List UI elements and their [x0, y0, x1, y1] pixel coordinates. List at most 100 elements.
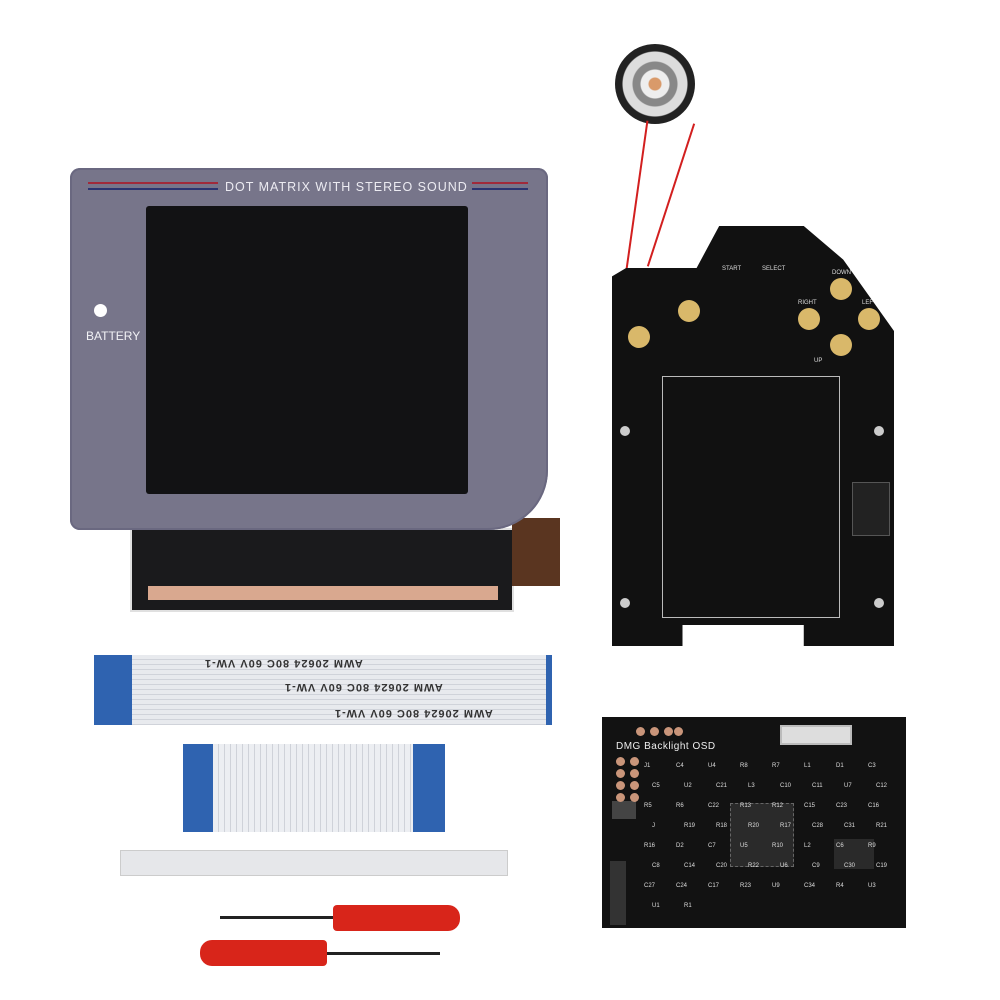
button-pad — [830, 334, 852, 356]
silk-label: RIGHT — [798, 300, 817, 306]
component-label: C23 — [836, 803, 848, 809]
component-label: C16 — [868, 803, 880, 809]
component-label: U2 — [684, 783, 692, 789]
cable-print: AWM 20624 80C 60V VW-1 — [204, 657, 363, 669]
component-label: R9 — [868, 843, 876, 849]
display-screen — [146, 206, 468, 494]
main-chip — [730, 803, 794, 867]
component-label: C12 — [876, 783, 888, 789]
screwdriver-shaft — [300, 952, 440, 955]
component-label: C14 — [684, 863, 696, 869]
gold-pad — [630, 769, 639, 778]
component-label: C27 — [644, 883, 656, 889]
component-label: J1 — [644, 763, 651, 769]
component-label: R7 — [772, 763, 780, 769]
component-label: C11 — [812, 783, 823, 789]
button-pcb: START SELECT RIGHT LEFT DOWN UP — [612, 226, 894, 646]
ribbon-tab — [94, 655, 132, 725]
copper-strip — [148, 586, 498, 600]
component-label: C3 — [868, 763, 876, 769]
component-label: C20 — [716, 863, 728, 869]
bezel-stripe-blue — [88, 188, 218, 190]
component-label: L3 — [748, 783, 755, 789]
gold-pad — [630, 757, 639, 766]
ribbon-tab — [546, 655, 552, 725]
component-label: C5 — [652, 783, 660, 789]
component-label: U7 — [844, 783, 852, 789]
gold-pad — [616, 793, 625, 802]
component-label: C21 — [716, 783, 728, 789]
connector-j — [610, 861, 626, 925]
gold-pad — [616, 757, 625, 766]
component-label: C9 — [812, 863, 820, 869]
component-label: U4 — [708, 763, 716, 769]
button-pad — [858, 308, 880, 330]
silk-label: UP — [814, 358, 823, 364]
component-label: R18 — [716, 823, 728, 829]
component-label: D1 — [836, 763, 844, 769]
speaker-wire — [625, 120, 649, 270]
component-label: C31 — [844, 823, 856, 829]
fpc-connector — [780, 725, 852, 745]
screwdriver-handle — [333, 905, 460, 931]
silk-label: DOWN — [832, 270, 851, 276]
silk-label: START — [722, 266, 742, 272]
component-label: D2 — [676, 843, 684, 849]
component-label: L2 — [804, 843, 811, 849]
ribbon-tab — [413, 744, 445, 832]
bezel-stripe-red — [88, 182, 218, 184]
gold-pad — [616, 781, 625, 790]
silk-label: SELECT — [762, 266, 786, 272]
volume-wheel — [852, 482, 890, 536]
cable-print: AWM 20624 80C 60V VW-1 — [284, 681, 443, 693]
component-label: R6 — [676, 803, 684, 809]
ic — [834, 839, 874, 869]
speaker-wire — [646, 123, 696, 267]
component-label: U9 — [772, 883, 780, 889]
component-label: R1 — [684, 903, 692, 909]
mount-hole — [620, 598, 630, 608]
component-label: R19 — [684, 823, 696, 829]
component-label: R8 — [740, 763, 748, 769]
component-label: R20 — [748, 823, 760, 829]
ribbon-cable-long: AWM 20624 80C 60V VW-1 AWM 20624 80C 60V… — [94, 655, 552, 725]
component-label: U5 — [740, 843, 748, 849]
button-pad — [628, 326, 650, 348]
component-label: C34 — [804, 883, 816, 889]
button-pad — [798, 308, 820, 330]
inductor — [612, 801, 636, 819]
component-label: C8 — [652, 863, 660, 869]
battery-led — [94, 304, 107, 317]
component-label: L1 — [804, 763, 811, 769]
component-label: R17 — [780, 823, 792, 829]
gold-pad — [664, 727, 673, 736]
pcb-outline — [662, 376, 840, 618]
component-label: U3 — [868, 883, 876, 889]
ribbon-cable-short — [183, 744, 445, 832]
component-label: C30 — [844, 863, 856, 869]
screwdriver-handle — [200, 940, 327, 966]
component-label: R10 — [772, 843, 784, 849]
mount-hole — [874, 598, 884, 608]
component-label: U6 — [780, 863, 788, 869]
component-label: C15 — [804, 803, 816, 809]
bezel-title: DOT MATRIX WITH STEREO SOUND — [225, 180, 468, 194]
component-label: C6 — [836, 843, 844, 849]
gold-pad — [630, 781, 639, 790]
screen-bezel: DOT MATRIX WITH STEREO SOUND BATTERY — [70, 168, 548, 530]
silk-label: LEFT — [862, 300, 877, 306]
gold-pad — [616, 769, 625, 778]
battery-label: BATTERY — [86, 329, 141, 343]
cable-print: AWM 20624 80C 60V VW-1 — [334, 707, 493, 719]
component-label: R16 — [644, 843, 656, 849]
lcd-flex-connector — [512, 518, 560, 586]
component-label: R22 — [748, 863, 760, 869]
adhesive-strip — [120, 850, 508, 876]
speaker — [615, 44, 695, 124]
component-label: C19 — [876, 863, 888, 869]
component-label: C24 — [676, 883, 688, 889]
gold-pad — [636, 727, 645, 736]
mount-hole — [620, 426, 630, 436]
